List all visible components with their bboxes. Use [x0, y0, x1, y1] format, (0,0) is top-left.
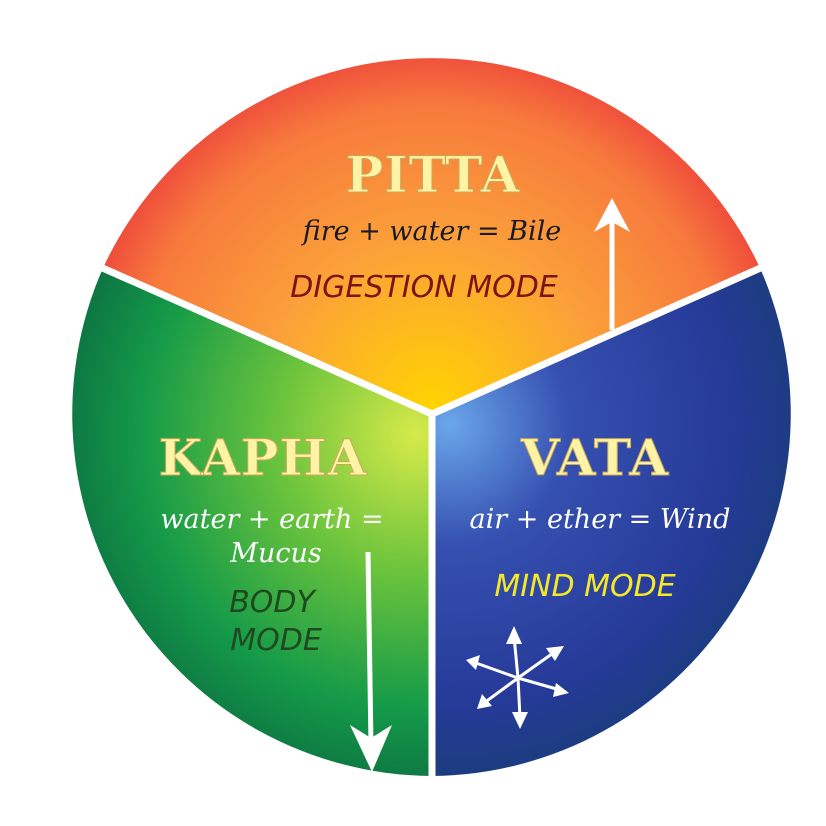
pitta-mode: DIGESTION MODE [290, 270, 558, 305]
kapha-sector [72, 268, 433, 776]
kapha-formula-line1: water + earth = [160, 504, 383, 535]
sector-dividers [96, 262, 767, 782]
pitta-sector [103, 58, 760, 414]
kapha-formula-line2: Mucus [229, 538, 321, 569]
kapha-mode-line2: MODE [230, 623, 322, 658]
kapha-mode-line1: BODY [229, 585, 317, 620]
vata-sector [432, 268, 791, 776]
vata-title: VATA [520, 428, 669, 487]
pitta-title: PITTA [346, 145, 521, 204]
scatter-arrows-icon [466, 626, 569, 729]
up-arrow-icon [594, 198, 630, 330]
kapha-title: KAPHA [159, 428, 368, 487]
pitta-formula: fire + water = Bile [301, 216, 562, 247]
down-arrow-icon [350, 551, 392, 772]
vata-mode: MIND MODE [494, 569, 675, 604]
vata-formula: air + ether = Wind [470, 504, 731, 535]
